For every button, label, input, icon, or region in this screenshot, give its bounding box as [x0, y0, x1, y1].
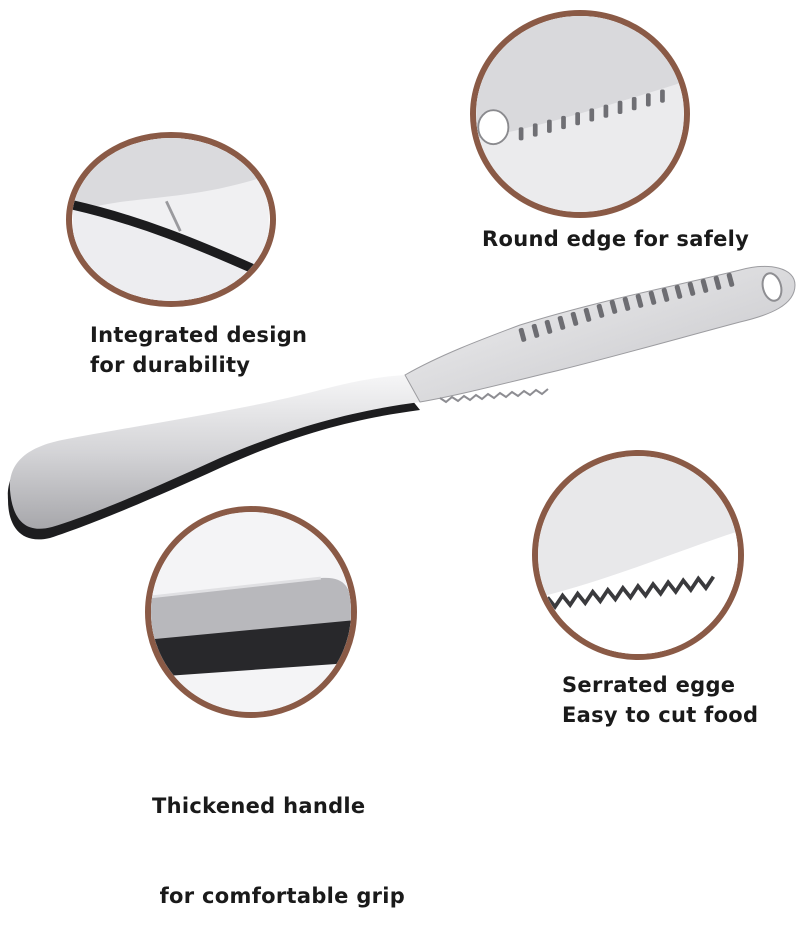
detail-circle-handle	[145, 506, 357, 718]
butter-knife-image	[7, 266, 796, 540]
grater-slots	[518, 272, 735, 342]
caption-handle-line1: Thickened handle	[152, 794, 366, 818]
caption-serrated-line2: Easy to cut food	[562, 703, 759, 727]
caption-round-edge-line1: Round edge for safely	[482, 227, 750, 251]
caption-integrated-line1: Integrated design	[90, 323, 308, 347]
caption-handle-line2: for comfortable grip	[152, 884, 406, 908]
caption-integrated: Integrated design for durability	[90, 320, 307, 380]
integrated-detail-image	[72, 138, 270, 301]
serrated-edge	[439, 388, 549, 404]
handle-detail-image	[151, 512, 351, 712]
serrated-detail-image	[538, 456, 738, 654]
caption-round-edge: Round edge for safely	[482, 224, 749, 254]
caption-serrated-line1: Serrated egge	[562, 673, 736, 697]
detail-circle-round-edge	[470, 10, 690, 218]
caption-handle: Thickened handle for comfortable grip	[152, 731, 405, 941]
caption-integrated-line2: for durability	[90, 353, 251, 377]
round-edge-detail-image	[476, 16, 684, 212]
knife-handle	[9, 375, 420, 529]
detail-circle-integrated	[66, 132, 276, 307]
caption-serrated: Serrated egge Easy to cut food	[562, 670, 758, 730]
blade-tip-hole	[761, 272, 783, 302]
detail-circle-serrated	[532, 450, 744, 660]
knife-blade	[404, 266, 796, 403]
